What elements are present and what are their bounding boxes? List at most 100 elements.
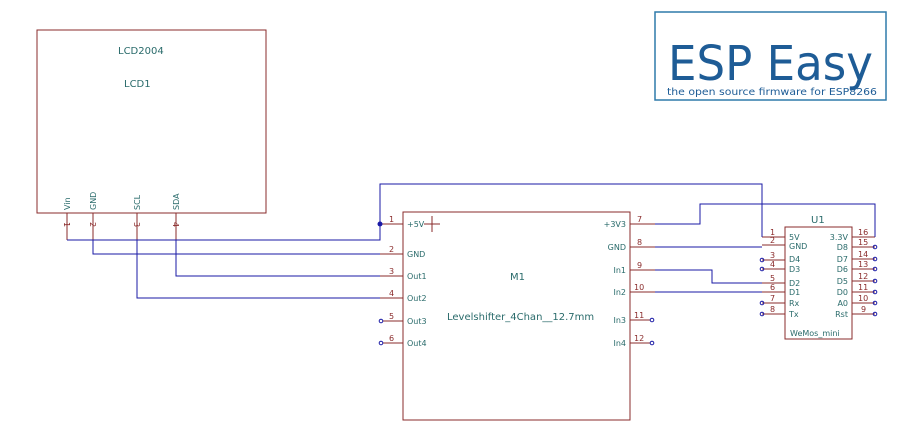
- espeasy-logo: ESP Easy the open source firmware for ES…: [654, 11, 887, 101]
- lcd-pin-4-name: SDA: [172, 193, 181, 210]
- u1-pin-14-name: D7: [837, 255, 848, 264]
- lcd-ref: LCD1: [124, 79, 151, 90]
- logo-title: ESP Easy: [668, 36, 873, 92]
- ls-pin-7-num: 7: [637, 215, 642, 224]
- nc-marker: [872, 311, 878, 317]
- ls-pin-12-name: In4: [613, 339, 626, 348]
- ls-pin-3-name: Out1: [407, 272, 427, 281]
- u1-pin-14-num: 14: [858, 250, 868, 259]
- u1-pin-8-name: Tx: [788, 310, 799, 319]
- lcd-pin-3-num: 3: [132, 222, 141, 227]
- nc-marker: [872, 289, 878, 295]
- ls-pin-8-num: 8: [637, 238, 642, 247]
- nc-marker: [649, 317, 655, 323]
- levelshifter-component[interactable]: M1 Levelshifter_4Chan__12.7mm 1 2 3 4 5 …: [378, 211, 655, 421]
- u1-pin-8-num: 8: [770, 305, 775, 314]
- wire-3v3: [655, 203, 876, 237]
- u1-pin-6-name: D1: [789, 288, 800, 297]
- crosshair-icon: [424, 216, 440, 232]
- u1-pin-12-name: D5: [837, 277, 848, 286]
- ls-pin-11-name: In3: [613, 316, 626, 325]
- wire-5v-to-wemos: [379, 183, 763, 237]
- ls-pin-4-name: Out2: [407, 294, 427, 303]
- u1-pin-9-num: 9: [861, 305, 866, 314]
- lcd-pin-1-num: 1: [62, 222, 71, 227]
- nc-marker: [759, 311, 765, 317]
- lcd-value: LCD2004: [118, 46, 164, 57]
- ls-pin-10-num: 10: [634, 283, 644, 292]
- ls-pin-8-name: GND: [608, 243, 626, 252]
- u1-pin-3-name: D4: [789, 255, 800, 264]
- lcd-pin-2-name: GND: [89, 192, 98, 210]
- nc-marker: [872, 300, 878, 306]
- logo-subtitle: the open source firmware for ESP8266: [667, 87, 877, 98]
- u1-pin-5-name: D2: [789, 279, 800, 288]
- u1-pin-2-name: GND: [789, 242, 807, 251]
- ls-pin-6-name: Out4: [407, 339, 427, 348]
- nc-marker: [378, 318, 384, 324]
- ls-pin-5-num: 5: [389, 312, 394, 321]
- lcd-body: [36, 29, 267, 214]
- nc-marker: [378, 340, 384, 346]
- u1-pin-10-name: A0: [837, 299, 848, 308]
- lcd-pin-1-name: Vin: [63, 197, 72, 210]
- nc-marker: [759, 300, 765, 306]
- u1-pin-4-num: 4: [770, 260, 775, 269]
- u1-pin-15-name: D8: [837, 243, 848, 252]
- u1-pin-9-name: Rst: [835, 310, 848, 319]
- ls-pin-5-name: Out3: [407, 317, 427, 326]
- junction-dot: [377, 221, 383, 227]
- ls-pin-12-num: 12: [634, 334, 644, 343]
- u1-pin-15-num: 15: [858, 238, 868, 247]
- wire-in1-d2: [655, 269, 762, 284]
- ls-pin-1-num: 1: [389, 215, 394, 224]
- logo-frame: [654, 11, 887, 101]
- levelshifter-value: Levelshifter_4Chan__12.7mm: [447, 312, 594, 323]
- u1-pin-7-name: Rx: [789, 299, 800, 308]
- wire-sda: [175, 240, 380, 277]
- wemos-component[interactable]: U1 WeMos_mini 1 2 3 4 5 6 7 8 5V GND D4 …: [759, 215, 878, 340]
- ls-pin-9-name: In1: [613, 266, 626, 275]
- lcd-pin-2-num: 2: [88, 222, 97, 227]
- ls-pin-3-num: 3: [389, 267, 394, 276]
- wire-vin: [67, 224, 381, 241]
- nc-marker: [872, 244, 878, 250]
- u1-pin-13-name: D6: [837, 265, 848, 274]
- ls-pin-7-name: +3V3: [604, 220, 626, 229]
- levelshifter-ref: M1: [510, 272, 525, 283]
- ls-pin-11-num: 11: [634, 311, 644, 320]
- nc-marker: [872, 266, 878, 272]
- ls-pin-1-name: +5V: [407, 220, 425, 229]
- nc-marker: [759, 266, 765, 272]
- lcd-pin-3-name: SCL: [133, 194, 142, 210]
- u1-pin-1-num: 1: [770, 228, 775, 237]
- ls-pin-2-num: 2: [389, 245, 394, 254]
- nc-marker: [872, 256, 878, 262]
- wires: [67, 183, 876, 299]
- ls-pin-10-name: In2: [613, 288, 626, 297]
- u1-pin-4-name: D3: [789, 265, 800, 274]
- u1-pin-10-num: 10: [858, 294, 868, 303]
- u1-pin-2-num: 2: [770, 236, 775, 245]
- wire-gnd: [92, 240, 380, 255]
- wire-scl: [136, 240, 380, 299]
- u1-pin-7-num: 7: [770, 294, 775, 303]
- lcd-pin-4-num: 4: [171, 222, 180, 227]
- u1-pin-16-num: 16: [858, 228, 868, 237]
- wemos-value: WeMos_mini: [790, 329, 840, 338]
- ls-pin-2-name: GND: [407, 250, 425, 259]
- u1-pin-16-name: 3.3V: [830, 233, 849, 242]
- ls-pin-6-num: 6: [389, 334, 394, 343]
- u1-pin-11-name: D0: [837, 288, 848, 297]
- lcd-component[interactable]: LCD2004 LCD1 Vin GND SCL SDA 1 2 3 4: [36, 29, 267, 240]
- levelshifter-body: [402, 211, 631, 421]
- nc-marker: [649, 340, 655, 346]
- u1-pin-3-num: 3: [770, 251, 775, 260]
- wemos-ref: U1: [811, 215, 825, 226]
- ls-pin-4-num: 4: [389, 289, 394, 298]
- u1-pin-12-num: 12: [858, 272, 868, 281]
- u1-pin-11-num: 11: [858, 283, 868, 292]
- u1-pin-5-num: 5: [770, 274, 775, 283]
- u1-pin-13-num: 13: [858, 260, 868, 269]
